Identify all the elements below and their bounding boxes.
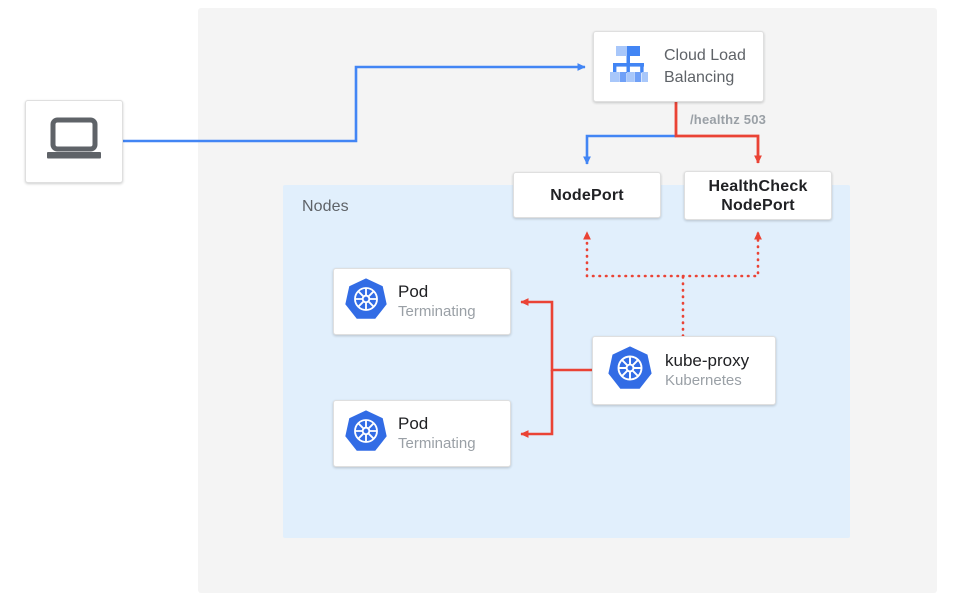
healthcheck-nodeport-card: HealthCheck NodePort (684, 171, 832, 220)
pod-card-2-title: Pod (398, 414, 429, 433)
cloud-load-balancing-label: Cloud Load Balancing (664, 45, 746, 89)
kube-proxy-text: kube-proxy Kubernetes (665, 350, 749, 391)
kube-proxy-title: kube-proxy (665, 351, 750, 370)
nodes-region-label: Nodes (302, 198, 349, 215)
nodeport-label: NodePort (550, 186, 624, 204)
cloud-load-balancing-card: Cloud Load Balancing (593, 31, 764, 102)
cloud-load-balancing-line1: Cloud Load (664, 46, 746, 64)
pod-card-1-subtitle: Terminating (398, 303, 476, 320)
kube-proxy-card: kube-proxy Kubernetes (592, 336, 776, 405)
cloud-load-balancing-icon (606, 43, 652, 90)
kube-proxy-subtitle: Kubernetes (665, 372, 742, 389)
pod-card-1-text: Pod Terminating (398, 281, 476, 322)
pod-card-1-title: Pod (398, 282, 429, 301)
cloud-load-balancing-line2: Balancing (664, 68, 735, 86)
kubernetes-icon (344, 409, 388, 458)
pod-card-2-text: Pod Terminating (398, 413, 476, 454)
pod-card-2: Pod Terminating (333, 400, 511, 467)
kubernetes-icon (607, 345, 653, 396)
nodeport-card: NodePort (513, 172, 661, 218)
healthz-edge-label: /healthz 503 (690, 112, 767, 127)
client-device-card (25, 100, 123, 183)
healthcheck-nodeport-line2: NodePort (721, 196, 795, 214)
healthcheck-nodeport-label: HealthCheck NodePort (708, 177, 807, 215)
laptop-icon (45, 117, 103, 166)
pod-card-1: Pod Terminating (333, 268, 511, 335)
healthcheck-nodeport-line1: HealthCheck (708, 177, 808, 195)
pod-card-2-subtitle: Terminating (398, 435, 476, 452)
kubernetes-icon (344, 277, 388, 326)
